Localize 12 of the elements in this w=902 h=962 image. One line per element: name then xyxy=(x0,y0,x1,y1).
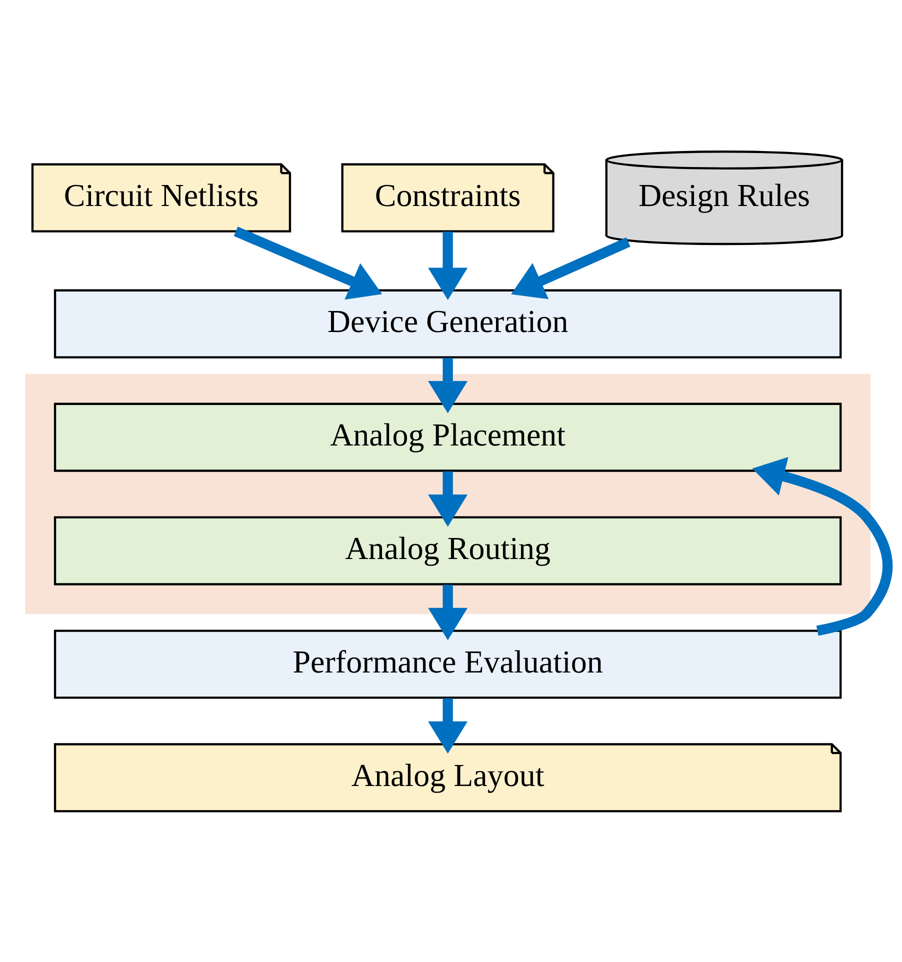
arrow xyxy=(428,584,468,640)
arrow xyxy=(428,357,468,413)
node-box: Analog Placement xyxy=(54,402,842,472)
node-box: Performance Evaluation xyxy=(54,629,842,698)
node-box: Analog Routing xyxy=(54,516,842,585)
arrow xyxy=(511,236,630,299)
arrow xyxy=(752,456,893,636)
arrow xyxy=(428,470,468,526)
arrow xyxy=(428,231,468,300)
arrow xyxy=(234,226,382,300)
arrow xyxy=(428,698,468,754)
node-box: Device Generation xyxy=(54,288,842,358)
